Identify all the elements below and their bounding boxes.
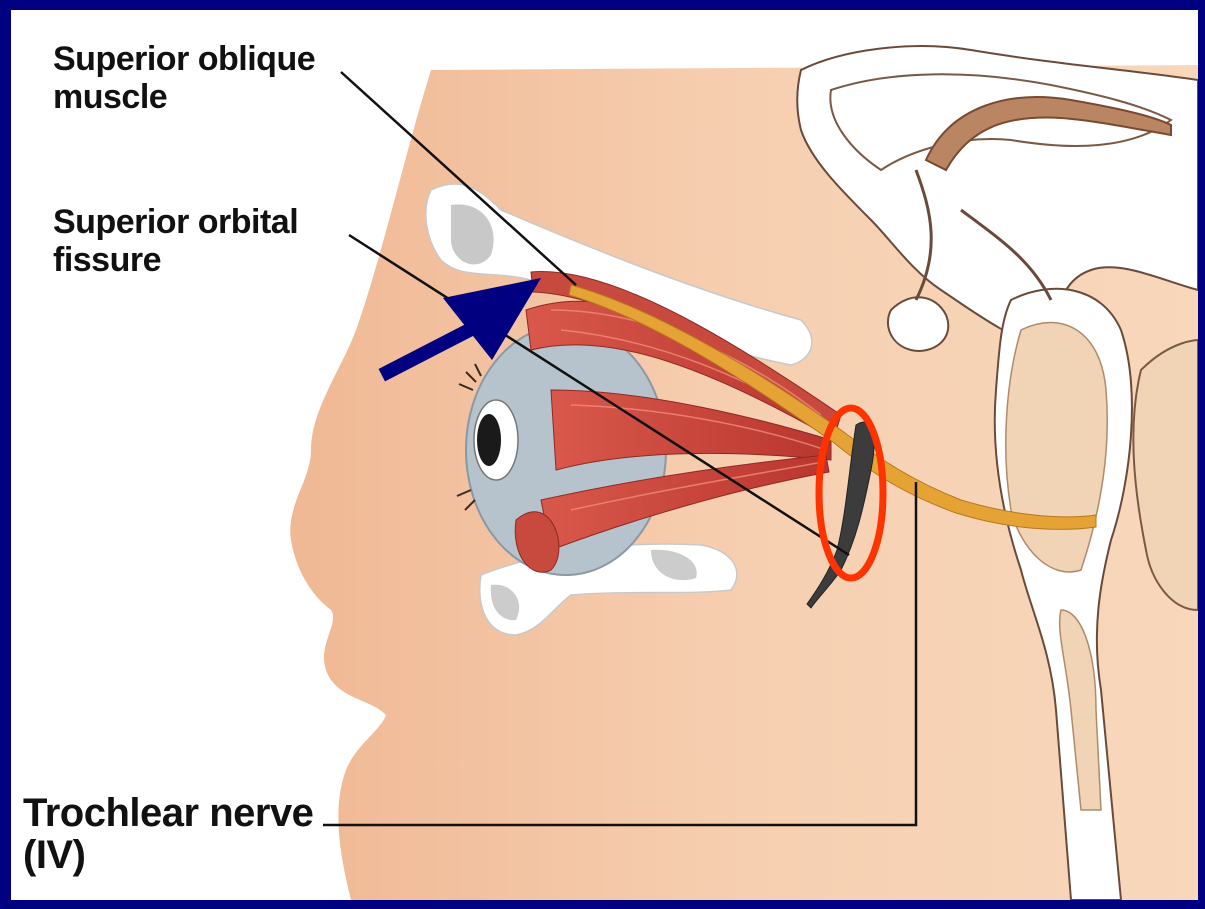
pituitary bbox=[888, 297, 948, 351]
label-superior-orbital-fissure-line2: fissure bbox=[53, 241, 298, 279]
label-trochlear-nerve-line2: (IV) bbox=[23, 834, 313, 876]
anatomy-illustration: Superior oblique muscle Superior orbital… bbox=[11, 10, 1198, 900]
label-superior-oblique-line1: Superior oblique bbox=[53, 40, 315, 78]
label-superior-orbital-fissure: Superior orbital fissure bbox=[53, 203, 298, 279]
label-superior-oblique-line2: muscle bbox=[53, 78, 315, 116]
label-trochlear-nerve: Trochlear nerve (IV) bbox=[23, 792, 313, 876]
label-superior-orbital-fissure-line1: Superior orbital bbox=[53, 203, 298, 241]
pons bbox=[1006, 323, 1107, 572]
label-trochlear-nerve-line1: Trochlear nerve bbox=[23, 792, 313, 834]
illustration-svg bbox=[11, 10, 1198, 900]
pupil bbox=[477, 414, 501, 466]
label-superior-oblique-muscle: Superior oblique muscle bbox=[53, 40, 315, 116]
